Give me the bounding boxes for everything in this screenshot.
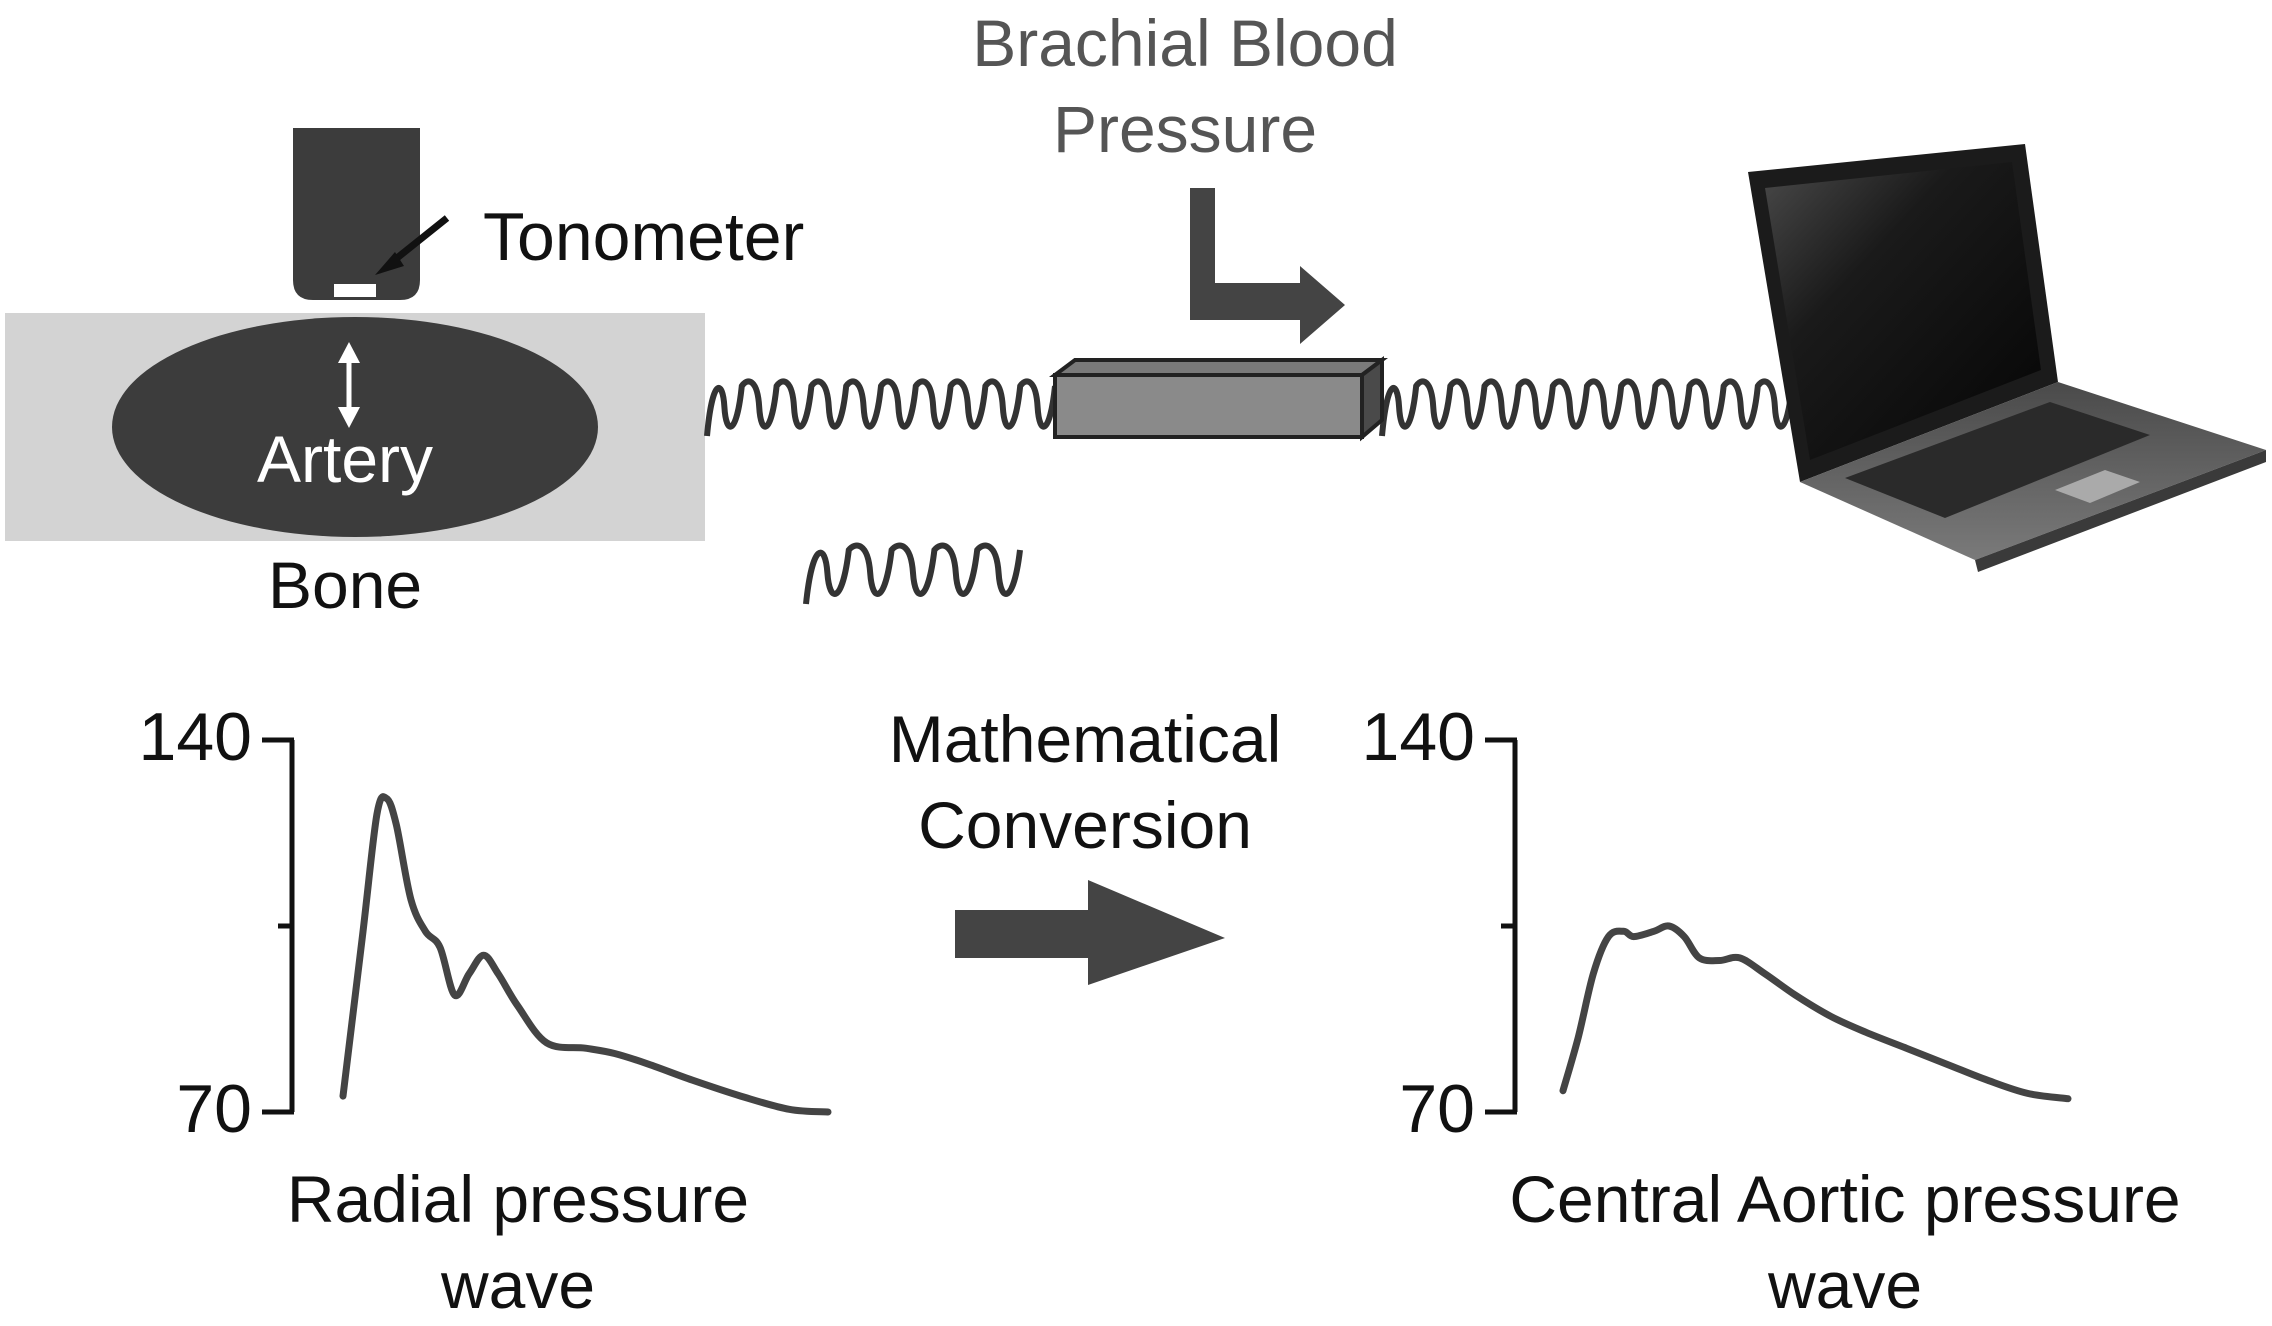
central-tick-label-140: 140 [1362,699,1475,775]
bone-label: Bone [268,548,422,622]
radial-chart: 140 70 Radial pressure wave [139,699,832,1322]
artery-ellipse [112,317,598,537]
radial-tick-label-70: 70 [176,1071,252,1147]
cable-coil-right [1379,378,1795,437]
radial-tick-label-140: 140 [139,699,252,775]
laptop [1748,144,2266,572]
conversion-arrow [955,880,1225,985]
radial-caption-line2: wave [440,1248,595,1322]
artery-arrow-up [338,342,360,363]
central-tick-label-70: 70 [1399,1071,1475,1147]
brachial-bent-arrow [1190,188,1345,344]
central-caption-line1: Central Aortic pressure [1509,1162,2180,1236]
laptop-touchpad [2055,470,2140,503]
central-aortic-pressure-curve [1559,922,2072,1103]
artery-arrow-down [338,407,360,428]
tonometer-sensor [334,284,376,297]
amplifier-box-front [1053,373,1364,439]
conversion-label-line2: Conversion [918,788,1252,862]
conversion-label-line1: Mathematical [889,702,1282,776]
tonometer-pointer-arrow [389,215,450,265]
laptop-screen [1765,162,2041,460]
laptop-front-edge [1975,450,2266,572]
central-chart: 140 70 Central Aortic pressure wave [1362,699,2181,1322]
tonometer-pointer-arrowhead [375,252,404,275]
tonometer-device [293,128,420,300]
brachial-label-line1: Brachial Blood [972,6,1398,80]
amplifier-box-side [1360,356,1384,442]
tonometer-label: Tonometer [483,199,804,275]
radial-caption-line1: Radial pressure [287,1162,749,1236]
laptop-keyboard [1845,402,2150,518]
cable-coil-left [704,378,1058,437]
radial-pressure-curve [339,793,832,1116]
artery-label: Artery [257,422,433,496]
brachial-label-line2: Pressure [1053,92,1317,166]
amplifier-box-top [1049,358,1388,377]
pressure-signal-wave [803,542,1023,605]
central-caption-line2: wave [1767,1248,1922,1322]
